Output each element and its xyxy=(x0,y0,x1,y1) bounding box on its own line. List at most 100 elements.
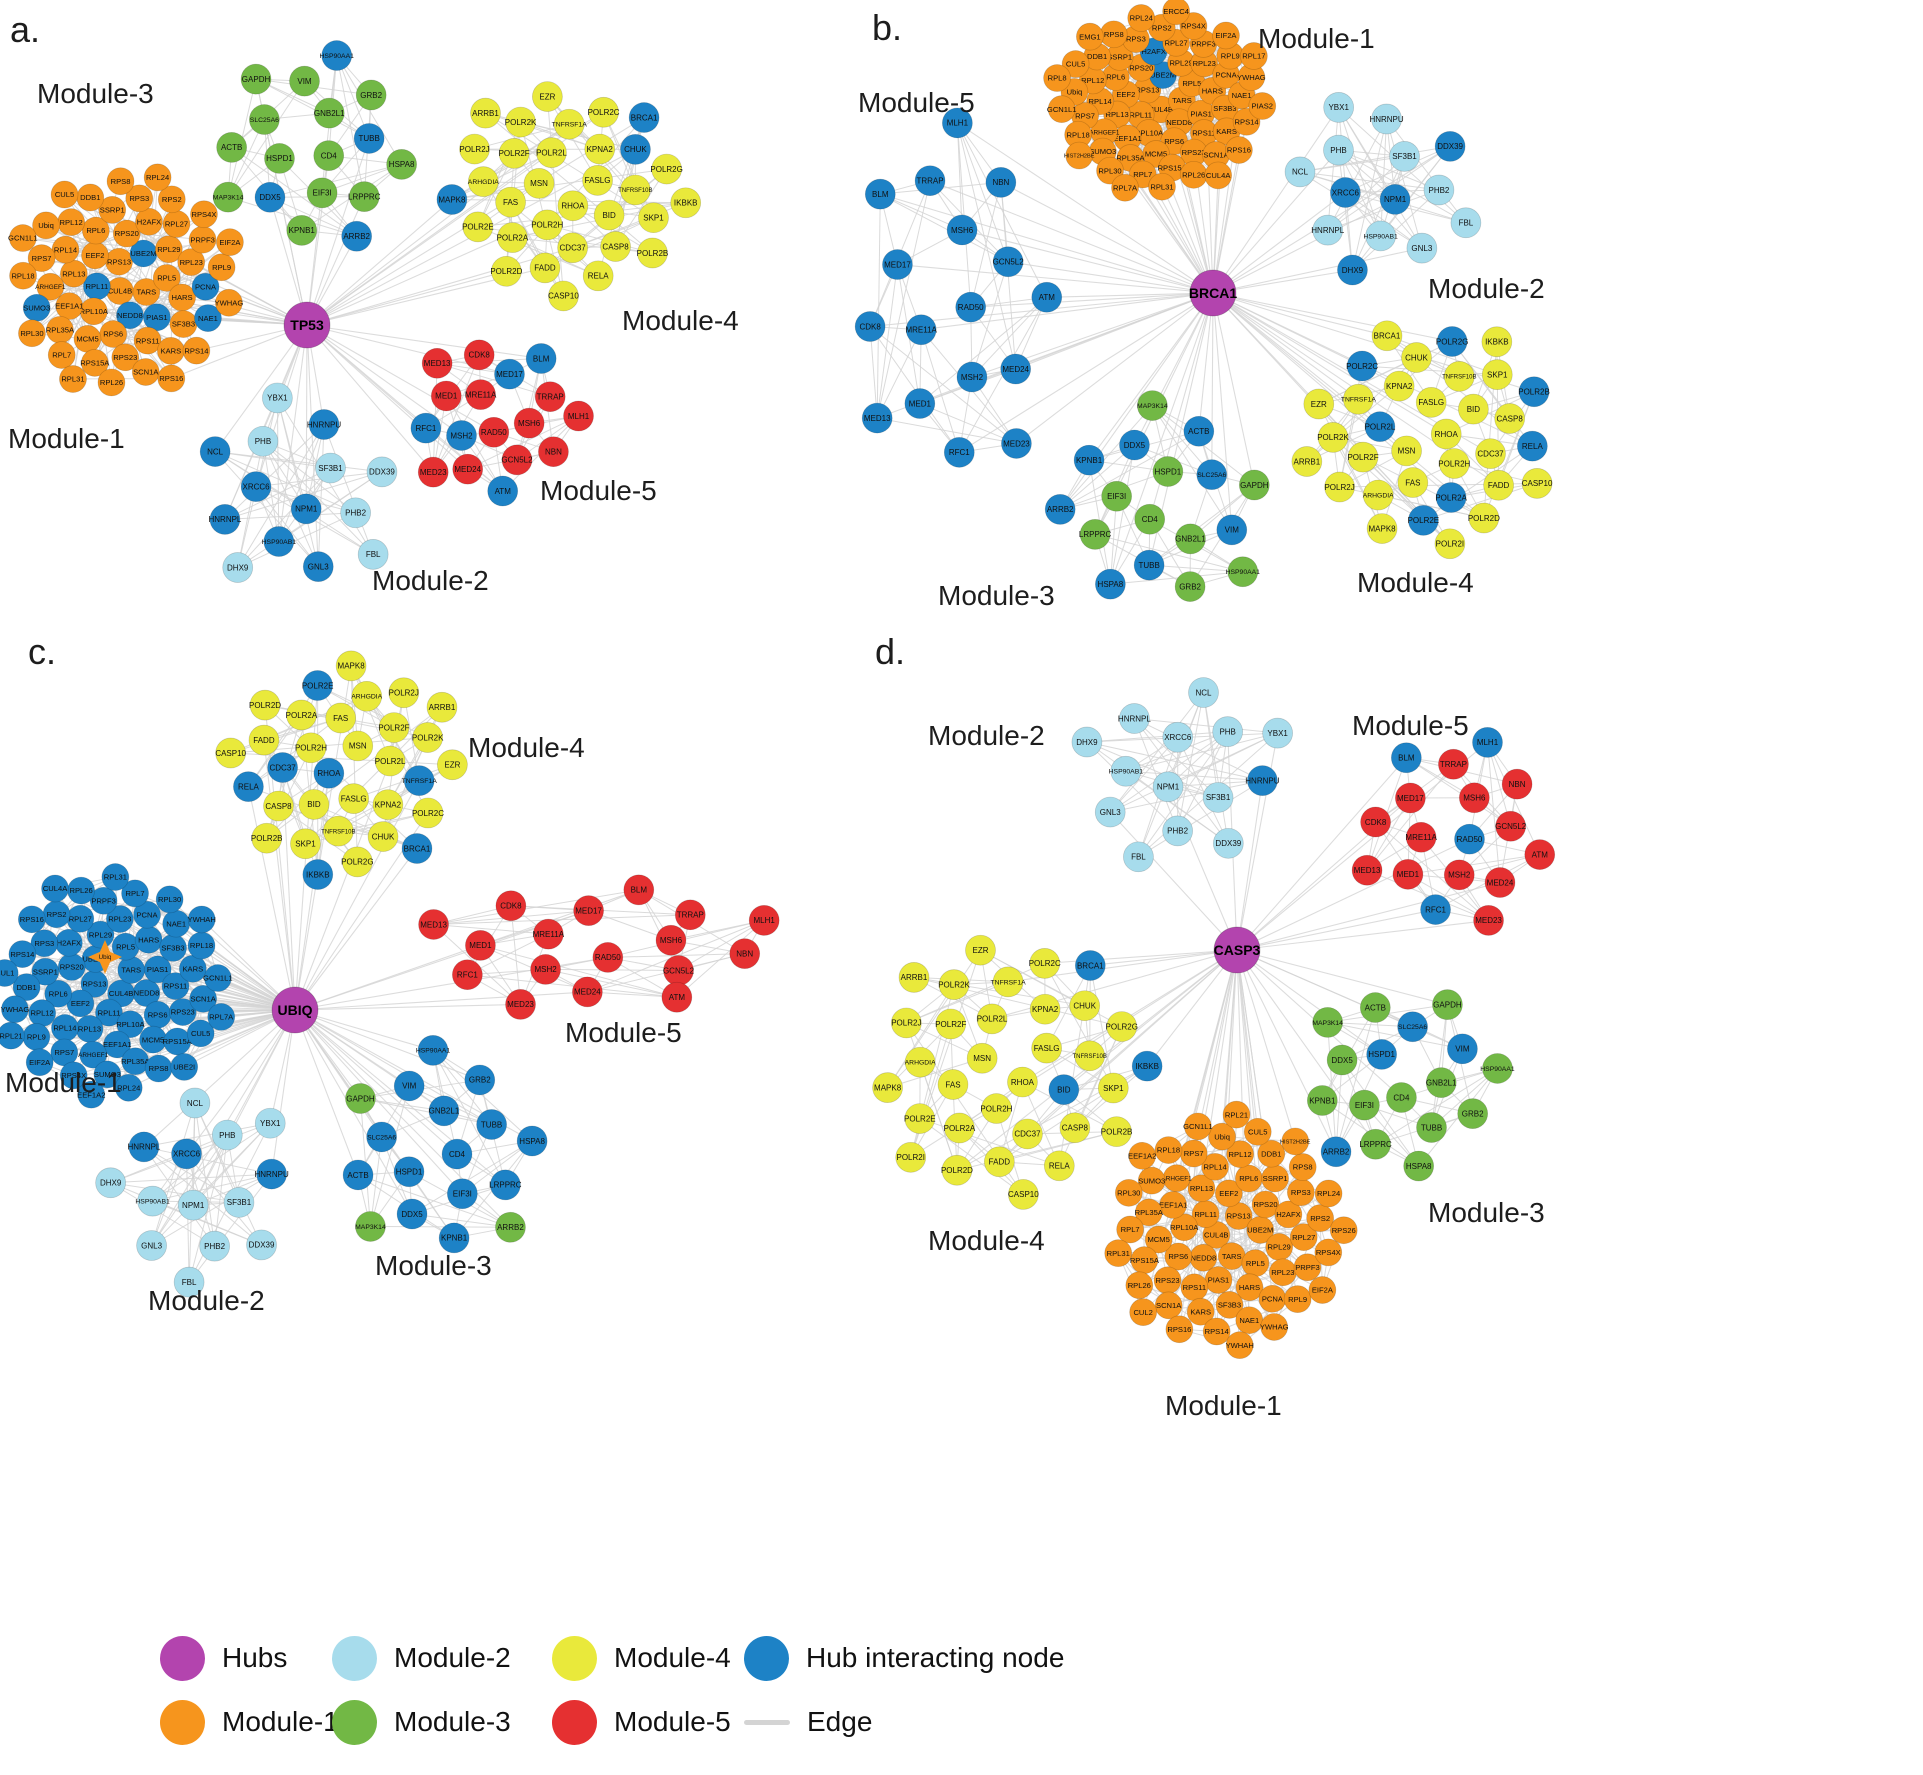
node-RPL26: RPL26 xyxy=(1125,1271,1154,1300)
node-RPL30: RPL30 xyxy=(155,885,184,914)
node-PIAS1: PIAS1 xyxy=(1204,1266,1233,1294)
node-SLC25A6: SLC25A6 xyxy=(1196,459,1228,491)
svg-text:BID: BID xyxy=(307,800,321,809)
svg-text:RPL26: RPL26 xyxy=(1182,170,1205,179)
svg-text:RHOA: RHOA xyxy=(317,769,341,778)
node-BRCA1: BRCA1 xyxy=(1371,320,1403,352)
node-RELA: RELA xyxy=(582,260,614,292)
node-ARRB2: ARRB2 xyxy=(1320,1136,1352,1168)
node-RPL12: RPL12 xyxy=(57,208,86,237)
node-POLR2I: POLR2I xyxy=(895,1141,927,1173)
node-NCL: NCL xyxy=(199,436,231,467)
node-RPS3: RPS3 xyxy=(125,184,154,213)
svg-text:POLR2F: POLR2F xyxy=(378,723,409,732)
svg-text:TP53: TP53 xyxy=(290,317,324,333)
node-POLR2K: POLR2K xyxy=(412,722,444,753)
svg-text:RELA: RELA xyxy=(588,272,610,281)
node-EIF3I: EIF3I xyxy=(446,1178,478,1210)
node-POLR2E: POLR2E xyxy=(904,1103,936,1134)
node-SUMO3: SUMO3 xyxy=(22,293,51,322)
svg-text:ACTB: ACTB xyxy=(1188,427,1209,436)
node-VIM: VIM xyxy=(393,1070,425,1102)
svg-text:GNB2L1: GNB2L1 xyxy=(429,1107,460,1116)
svg-text:ARHGDIA: ARHGDIA xyxy=(905,1060,936,1067)
svg-text:LRPPRC: LRPPRC xyxy=(348,192,381,201)
node-GRB2: GRB2 xyxy=(464,1064,496,1096)
node-MED13: MED13 xyxy=(418,909,449,940)
svg-text:CUL4B: CUL4B xyxy=(1204,1231,1228,1240)
svg-text:RPS14: RPS14 xyxy=(1235,117,1259,126)
svg-text:RPS8: RPS8 xyxy=(111,177,131,186)
svg-text:MSH6: MSH6 xyxy=(951,226,974,235)
svg-text:FASLG: FASLG xyxy=(1418,398,1444,407)
node-KPNA2: KPNA2 xyxy=(1383,370,1415,402)
svg-text:HSP90AA1: HSP90AA1 xyxy=(1480,1066,1515,1073)
node-CD4: CD4 xyxy=(313,140,345,171)
svg-text:RPS2: RPS2 xyxy=(1152,23,1172,32)
svg-text:DDX5: DDX5 xyxy=(259,193,281,202)
node-POLR2F: POLR2F xyxy=(499,138,530,169)
svg-text:BID: BID xyxy=(1467,405,1481,414)
svg-text:RPS3: RPS3 xyxy=(1126,35,1146,44)
node-TARS: TARS xyxy=(1217,1242,1246,1270)
svg-text:RPL24: RPL24 xyxy=(117,1083,140,1092)
svg-text:SF3B3: SF3B3 xyxy=(1213,104,1236,113)
svg-text:FADD: FADD xyxy=(253,736,275,745)
svg-text:POLR2F: POLR2F xyxy=(499,149,530,158)
svg-text:GNL3: GNL3 xyxy=(1100,808,1121,817)
node-HNRNPU: HNRNPU xyxy=(255,1158,289,1190)
module-label-c-module-1: Module-1 xyxy=(5,1067,122,1098)
node-NBN: NBN xyxy=(729,938,761,970)
svg-text:RPL14: RPL14 xyxy=(54,245,77,254)
node-TUBB: TUBB xyxy=(1133,549,1165,581)
svg-text:RPL11: RPL11 xyxy=(98,1008,121,1017)
svg-text:MRE11A: MRE11A xyxy=(905,326,937,335)
svg-text:PRPF3: PRPF3 xyxy=(91,896,115,905)
node-MAP3K14: MAP3K14 xyxy=(1312,1007,1343,1038)
svg-text:KPNA2: KPNA2 xyxy=(587,145,614,154)
node-BLM: BLM xyxy=(1390,742,1422,774)
node-RPL13: RPL13 xyxy=(60,259,88,288)
node-DDX5: DDX5 xyxy=(1119,429,1150,461)
svg-text:XRCC6: XRCC6 xyxy=(173,1150,201,1159)
svg-text:KARS: KARS xyxy=(161,347,182,356)
node-RPL31: RPL31 xyxy=(1104,1239,1133,1268)
svg-text:HSPA8: HSPA8 xyxy=(519,1137,545,1146)
node-EEF2: EEF2 xyxy=(81,241,109,270)
svg-text:RPS7: RPS7 xyxy=(1075,112,1095,121)
node-RPS4X: RPS4X xyxy=(59,1061,88,1090)
svg-text:GCN5L2: GCN5L2 xyxy=(663,966,695,975)
svg-text:MSH6: MSH6 xyxy=(660,936,683,945)
svg-text:BLM: BLM xyxy=(631,886,648,895)
svg-text:Ubiq: Ubiq xyxy=(1067,88,1083,97)
svg-text:POLR2L: POLR2L xyxy=(1365,422,1396,431)
svg-text:RPL21: RPL21 xyxy=(1225,1110,1248,1119)
svg-text:RPL27: RPL27 xyxy=(69,914,92,923)
legend-item-module-4: Module-4 xyxy=(552,1635,744,1681)
svg-text:CDK8: CDK8 xyxy=(469,351,491,360)
svg-text:NBN: NBN xyxy=(1509,780,1526,789)
node-PRPF3: PRPF3 xyxy=(188,225,217,254)
svg-text:CUL4A: CUL4A xyxy=(1206,171,1231,180)
svg-text:TNFRSF10B: TNFRSF10B xyxy=(321,829,355,835)
svg-text:SLC25A6: SLC25A6 xyxy=(1197,472,1226,479)
svg-text:RPS11: RPS11 xyxy=(164,982,188,991)
svg-text:POLR2H: POLR2H xyxy=(531,221,563,230)
svg-text:POLR2K: POLR2K xyxy=(412,733,444,742)
node-NBN: NBN xyxy=(985,166,1017,198)
node-POLR2G: POLR2G xyxy=(1106,1011,1138,1042)
svg-text:BRCA1: BRCA1 xyxy=(1077,961,1104,970)
node-PCNA: PCNA xyxy=(133,900,161,929)
node-RPL30: RPL30 xyxy=(1114,1178,1143,1207)
svg-text:POLR2D: POLR2D xyxy=(1468,514,1500,523)
node-CUL5: CUL5 xyxy=(1243,1117,1272,1146)
node-NBN: NBN xyxy=(1501,768,1533,800)
node-SCN1A: SCN1A xyxy=(1154,1291,1183,1320)
node-BID: BID xyxy=(298,789,330,820)
node-POLR2C: POLR2C xyxy=(412,797,444,829)
svg-text:TARS: TARS xyxy=(121,966,141,975)
svg-text:NEDD8: NEDD8 xyxy=(1166,118,1192,127)
node-POLR2F: POLR2F xyxy=(1347,441,1379,473)
svg-text:PCNA: PCNA xyxy=(1262,1294,1284,1303)
node-CD4: CD4 xyxy=(441,1138,473,1170)
